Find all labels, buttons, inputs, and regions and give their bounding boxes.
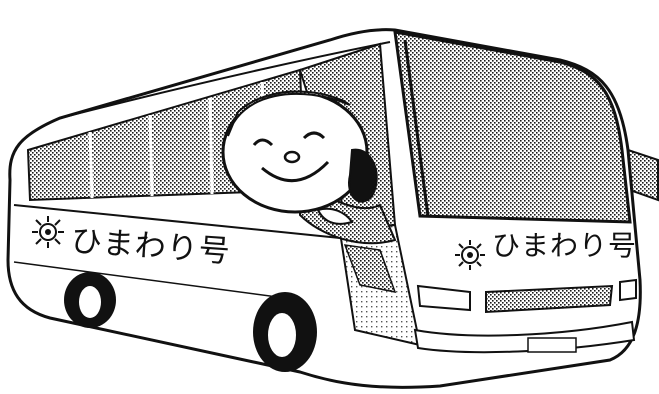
sunflower-icon <box>32 216 64 248</box>
rear-wheel <box>64 272 116 328</box>
driver-mascot <box>221 90 397 245</box>
windshield <box>393 30 632 224</box>
front-panel <box>413 278 637 354</box>
sunflower-icon <box>455 240 485 270</box>
front-wheel <box>253 292 317 372</box>
bus-front-name: ひまわり号 <box>492 229 638 262</box>
